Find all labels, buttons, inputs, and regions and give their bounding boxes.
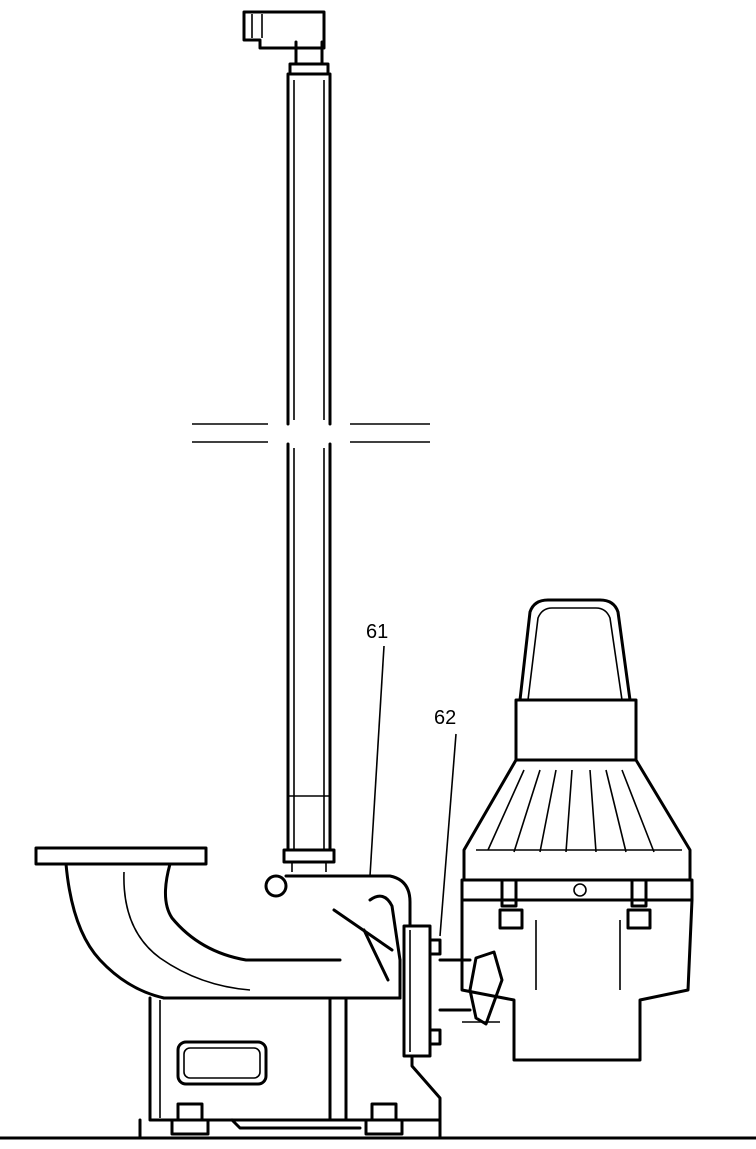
break-lines bbox=[192, 423, 430, 443]
submersible-pump bbox=[460, 598, 694, 1062]
top-bracket bbox=[242, 10, 330, 76]
base-bolt-right bbox=[364, 1102, 404, 1136]
sliding-coupling bbox=[264, 874, 472, 1058]
leader-61 bbox=[369, 645, 385, 877]
callout-62: 62 bbox=[434, 707, 456, 729]
leader-62 bbox=[439, 733, 457, 937]
callout-61: 61 bbox=[366, 621, 388, 643]
guide-pipe bbox=[286, 72, 332, 852]
base-bolt-left bbox=[170, 1102, 210, 1136]
discharge-elbow-base bbox=[34, 846, 442, 1140]
